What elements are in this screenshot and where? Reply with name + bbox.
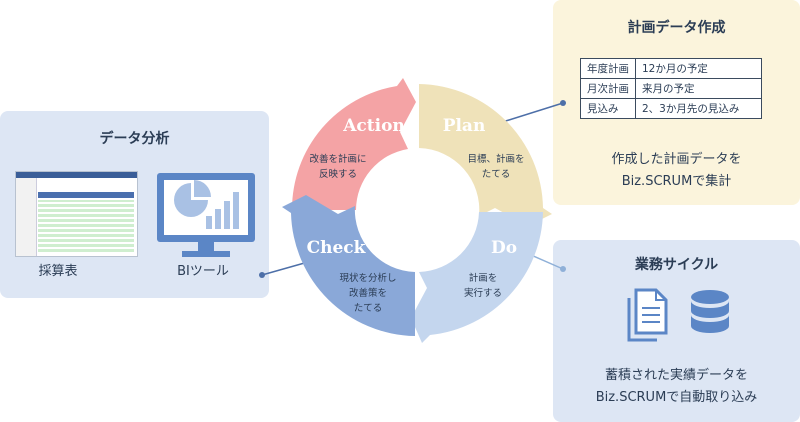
plan-label: Plan <box>443 116 486 136</box>
database-icon <box>691 290 729 333</box>
bi-tool-label: BIツール <box>177 264 229 279</box>
check-desc-line1: 現状を分析し <box>339 272 396 284</box>
data-analysis-title: データ分析 <box>99 131 170 147</box>
plan-table-key: 月次計画 <box>580 78 636 99</box>
plan-table-row: 年度計画 12か月の予定 <box>580 58 762 79</box>
plan-table: 年度計画 12か月の予定 月次計画 来月の予定 見込み 2、3か月先の見込み <box>580 58 762 119</box>
do-label: Do <box>491 238 517 258</box>
check-segment <box>282 195 415 336</box>
check-connector-line <box>261 261 309 276</box>
check-desc-line2: 改善策を <box>349 287 387 299</box>
plan-caption-line2: Biz.SCRUMで集計 <box>621 174 732 189</box>
business-cycle-title: 業務サイクル <box>634 257 719 273</box>
plan-table-row: 見込み 2、3か月先の見込み <box>580 98 762 119</box>
do-segment <box>411 212 543 343</box>
check-label: Check <box>307 238 367 258</box>
plan-desc-line1: 目標、計画を <box>467 153 524 165</box>
action-segment <box>291 78 416 210</box>
plan-desc-line2: たてる <box>482 169 511 180</box>
do-desc-line1: 計画を <box>469 272 498 284</box>
documents-icon <box>627 288 668 342</box>
plan-table-row: 月次計画 来月の予定 <box>580 78 762 99</box>
plan-table-value: 2、3か月先の見込み <box>635 98 762 119</box>
check-desc-line3: たてる <box>354 303 383 314</box>
bi-monitor-icon <box>157 173 255 257</box>
plan-segment <box>419 84 552 226</box>
ops-caption-line2: Biz.SCRUMで自動取り込み <box>595 390 758 405</box>
plan-table-value: 来月の予定 <box>635 78 762 99</box>
business-cycle-panel: 業務サイクル 蓄積された実績データを Biz.SCRUMで自動取り込み <box>553 240 800 422</box>
action-label: Action <box>342 116 405 136</box>
profit-sheet-label: 採算表 <box>38 264 78 279</box>
check-connector-dot <box>259 272 265 278</box>
action-desc-line1: 改善を計画に <box>309 153 366 165</box>
spreadsheet-thumbnail <box>15 171 138 257</box>
plan-connector-dot <box>560 100 566 106</box>
plan-caption-line1: 作成した計画データを <box>611 152 742 167</box>
do-connector-dot <box>560 266 566 272</box>
plan-data-title: 計画データ作成 <box>627 20 726 36</box>
action-desc-line2: 反映する <box>319 168 357 180</box>
ops-caption-line1: 蓄積された実績データを <box>604 368 748 383</box>
do-desc-line2: 実行する <box>464 287 502 299</box>
plan-data-panel: 計画データ作成 年度計画 12か月の予定 月次計画 来月の予定 見込み 2、3か… <box>553 0 800 205</box>
